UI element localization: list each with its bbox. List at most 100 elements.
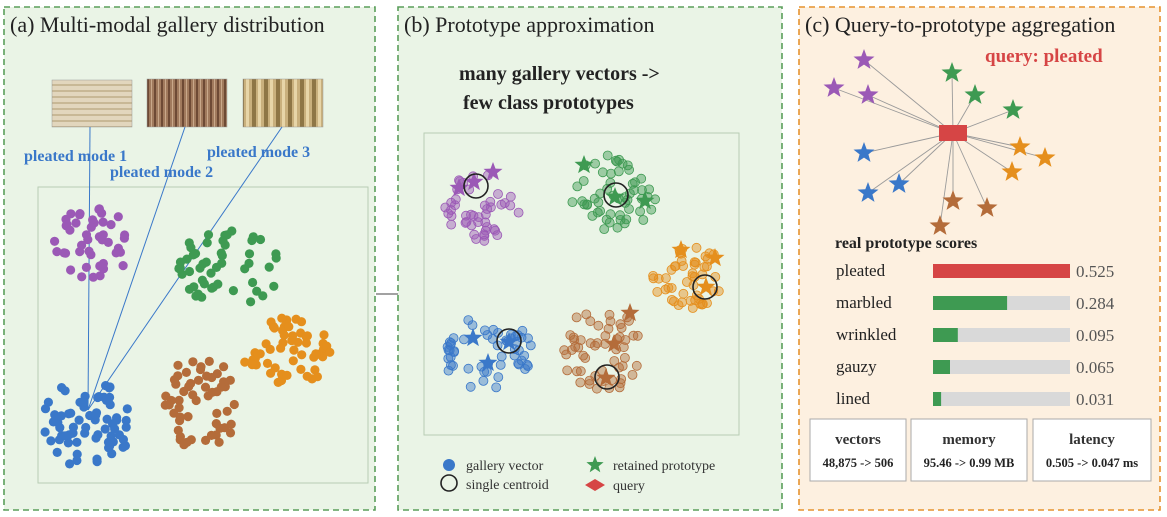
score-value: 0.065 xyxy=(1076,358,1114,377)
gallery-point xyxy=(173,360,183,370)
gallery-point xyxy=(48,417,59,427)
legend-single-centroid-marker xyxy=(440,474,458,492)
gallery-point xyxy=(246,297,256,307)
gallery-point xyxy=(212,408,222,418)
gallery-point xyxy=(312,372,322,382)
gallery-point xyxy=(240,357,250,367)
gallery-point xyxy=(229,399,239,410)
prototype-star xyxy=(574,155,594,174)
gallery-point xyxy=(516,355,527,366)
gallery-point xyxy=(559,345,570,356)
gallery-point xyxy=(600,330,611,341)
gallery-point xyxy=(52,447,62,457)
gallery-point xyxy=(118,442,128,452)
prototype-star xyxy=(823,77,845,97)
legend-retained-prototype-marker xyxy=(586,456,604,473)
gallery-point xyxy=(103,237,113,247)
gallery-point xyxy=(91,433,101,443)
gallery-point xyxy=(638,215,649,225)
gallery-point xyxy=(620,335,631,345)
gallery-point xyxy=(585,338,596,349)
texture-thumbnail-1 xyxy=(51,79,133,128)
gallery-point xyxy=(72,437,82,447)
score-label: marbled xyxy=(836,293,892,312)
gallery-point xyxy=(88,272,98,282)
query-link-line xyxy=(952,132,1046,159)
gallery-point xyxy=(60,248,71,258)
query-link-line xyxy=(867,94,954,134)
gallery-point xyxy=(471,234,482,244)
mode-link-line xyxy=(87,126,283,411)
gallery-point xyxy=(175,257,186,267)
gallery-point xyxy=(253,349,263,359)
gallery-point xyxy=(105,382,115,392)
gallery-point xyxy=(520,364,530,374)
gallery-point xyxy=(460,217,471,228)
gallery-point xyxy=(66,265,76,275)
gallery-point xyxy=(279,330,289,340)
gallery-point xyxy=(678,288,689,299)
gallery-point xyxy=(619,218,630,229)
stat-box xyxy=(809,418,907,482)
gallery-point xyxy=(201,257,211,267)
centroid-ring xyxy=(496,328,522,354)
gallery-point xyxy=(184,266,195,277)
stat-value: 0.505 -> 0.047 ms xyxy=(1046,456,1138,470)
prototype-star xyxy=(853,49,875,69)
gallery-point xyxy=(247,360,257,370)
gallery-point xyxy=(593,320,604,331)
query-link-line xyxy=(833,87,954,134)
gallery-point xyxy=(74,415,84,425)
gallery-point xyxy=(523,361,533,372)
gallery-point xyxy=(264,262,274,272)
stat-title: latency xyxy=(1069,432,1115,448)
gallery-point xyxy=(612,156,622,167)
gallery-point xyxy=(482,330,493,340)
gallery-point xyxy=(480,217,491,228)
prototype-star xyxy=(604,334,624,353)
gallery-point xyxy=(203,230,214,240)
gallery-point xyxy=(311,349,321,359)
gallery-point xyxy=(571,312,582,323)
gallery-point xyxy=(81,262,91,272)
prototype-star xyxy=(1002,99,1024,119)
gallery-point xyxy=(618,342,629,353)
score-bar-track xyxy=(933,392,1070,406)
score-bar-track xyxy=(933,328,1070,342)
prototype-star xyxy=(696,277,716,296)
gallery-point xyxy=(478,375,489,386)
gallery-point xyxy=(228,286,238,296)
prototype-star xyxy=(620,303,640,322)
gallery-point xyxy=(64,430,74,440)
gallery-point xyxy=(77,240,87,250)
gallery-point xyxy=(66,408,76,418)
gallery-point xyxy=(581,309,592,320)
gallery-point xyxy=(214,437,224,447)
gallery-point xyxy=(616,322,627,333)
gallery-point xyxy=(496,351,507,362)
gallery-point xyxy=(269,281,279,291)
prototype-star xyxy=(478,353,498,372)
prototype-star xyxy=(857,84,879,104)
gallery-point xyxy=(121,422,131,432)
gallery-point xyxy=(173,425,183,435)
gallery-point xyxy=(440,202,451,213)
legend-retained-prototype-label: retained prototype xyxy=(613,459,715,474)
gallery-point xyxy=(240,264,250,274)
mode-label-2: pleated mode 2 xyxy=(110,164,213,181)
gallery-point xyxy=(56,411,66,421)
gallery-point xyxy=(523,333,533,344)
gallery-point xyxy=(110,424,120,434)
gallery-point xyxy=(173,371,183,381)
query-link-line xyxy=(951,72,954,134)
gallery-point xyxy=(248,277,258,288)
prototype-star xyxy=(929,215,951,235)
centroid-ring xyxy=(463,173,489,199)
panel-b-headline-line-1: many gallery vectors -> xyxy=(459,63,660,85)
prototype-star xyxy=(605,187,625,206)
panel-c-title: (c) Query-to-prototype aggregation xyxy=(805,12,1115,37)
gallery-point xyxy=(244,249,255,259)
gallery-point xyxy=(614,382,625,393)
gallery-point xyxy=(94,204,104,214)
